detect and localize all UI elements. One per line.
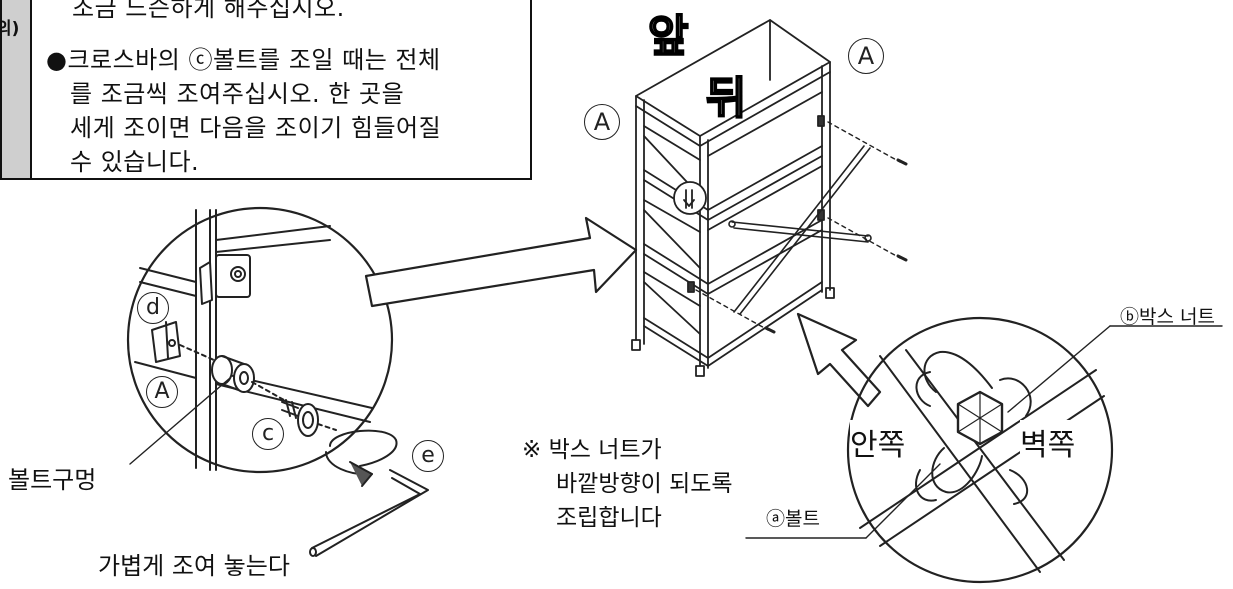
- back-label: 뒤: [705, 72, 748, 125]
- cross-bars: [695, 121, 908, 334]
- corner-a-right-marker: A: [848, 38, 884, 74]
- box-nut-label: ⓑ박스 너트: [1120, 306, 1215, 328]
- caution-line-3: 조립합니다: [556, 505, 662, 531]
- hex-key: [309, 429, 429, 557]
- marker-a: A: [146, 376, 178, 408]
- loose-tighten-label: 가볍게 조여 놓는다: [98, 552, 290, 580]
- note-line-4: 세게 조이면 다음을 조이기 힘들어질: [70, 114, 442, 142]
- inner-side-label: 안쪽: [850, 420, 906, 464]
- corner-a-left-marker: A: [584, 104, 620, 140]
- wall-side-label: 벽쪽: [1020, 420, 1076, 464]
- note-line-5: 수 있습니다.: [70, 148, 200, 176]
- note-line-2: ●크로스바의 ⓒ볼트를 조일 때는 전체: [46, 46, 441, 74]
- front-label: 앞: [647, 10, 690, 63]
- caution-line-1: ※ 박스 너트가: [522, 437, 662, 463]
- note-side-bar: 의): [0, 0, 32, 178]
- nut-detail-circle: [745, 316, 1223, 584]
- arrow-to-rack-right: [796, 312, 882, 408]
- shelf-rack: [631, 19, 835, 377]
- note-side-label: 의): [0, 19, 20, 39]
- caution-note-box: 의) 조금 느슨하게 해주십시오. ●크로스바의 ⓒ볼트를 조일 때는 전체 를…: [0, 0, 532, 180]
- bolt-hole-label: 볼트구멍: [8, 466, 97, 494]
- marker-d: d: [137, 292, 169, 324]
- bolt-label: ⓐ볼트: [766, 508, 820, 530]
- big-arrow-to-rack: [364, 216, 638, 308]
- note-line-1: 조금 느슨하게 해주십시오.: [72, 0, 345, 22]
- note-line-3: 를 조금씩 조여주십시오. 한 곳을: [70, 80, 405, 108]
- marker-c: c: [252, 418, 284, 450]
- detail-circle: [126, 206, 394, 474]
- marker-e: e: [412, 440, 444, 472]
- caution-line-2: 바깥방향이 되도록: [556, 471, 733, 497]
